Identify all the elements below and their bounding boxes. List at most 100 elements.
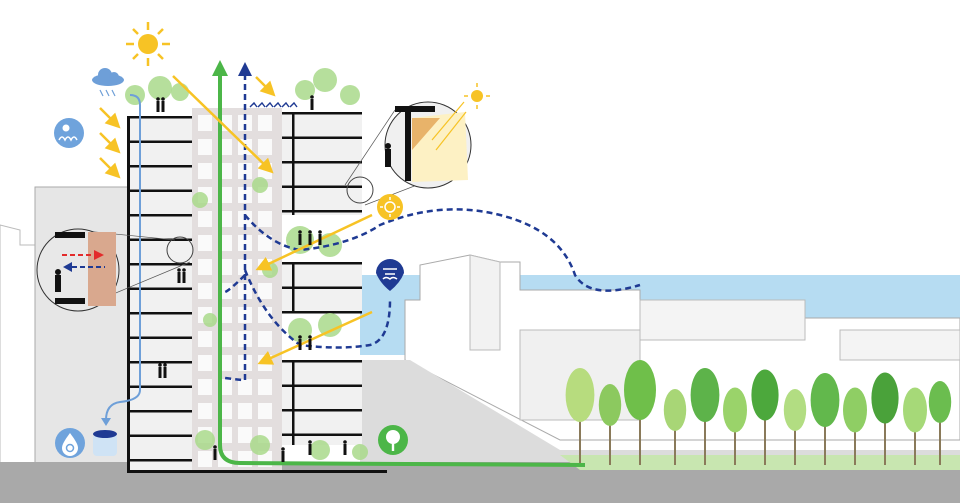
left-tower-wall (127, 116, 130, 472)
floor-slab (128, 263, 192, 266)
person-body (343, 444, 347, 455)
street-tree (751, 369, 779, 421)
foliage (250, 435, 270, 455)
person-head (308, 440, 312, 444)
person-head (163, 363, 167, 367)
person-head (158, 363, 162, 367)
street-tree (810, 373, 840, 427)
left-tower-body (128, 116, 192, 470)
person-body (161, 101, 165, 112)
floor-slab (282, 384, 362, 387)
people-silhouettes (156, 95, 347, 462)
person-body (156, 101, 160, 112)
core-window (198, 331, 212, 347)
floor-slab (282, 262, 362, 265)
floor-slab (282, 161, 362, 164)
tree-trunk (939, 412, 941, 465)
person-head (308, 335, 312, 339)
core-window (238, 427, 252, 443)
core-window (198, 451, 212, 467)
right-tower-column (292, 360, 295, 445)
core-window (258, 235, 272, 251)
person-head (182, 268, 186, 272)
left-tower-section (127, 116, 387, 473)
central-core (192, 108, 282, 470)
core-window (238, 283, 252, 299)
street-tree (624, 360, 656, 420)
core-window (238, 379, 252, 395)
person-body (308, 234, 312, 245)
core-window (258, 139, 272, 155)
core-window (258, 115, 272, 131)
person-body (308, 444, 312, 455)
foliage (171, 83, 189, 101)
foliage (252, 177, 268, 193)
solar-shading-sun-small (464, 83, 490, 109)
tree-trunk (579, 409, 581, 465)
street-tree (871, 372, 899, 424)
street-tree (783, 389, 807, 431)
core-window (198, 211, 212, 227)
street-tree (690, 368, 720, 422)
street-tree (663, 389, 687, 431)
person-body (310, 99, 314, 110)
core-window (198, 355, 212, 371)
core-window (258, 283, 272, 299)
rain-cloud-icon (92, 68, 124, 97)
floor-slab (282, 210, 362, 213)
core-window (198, 283, 212, 299)
person-head (161, 97, 165, 101)
core-window (258, 307, 272, 323)
floor-slab (128, 410, 192, 413)
water-recycle-icon (55, 428, 85, 458)
tree-trunk (704, 409, 706, 465)
person-head (318, 230, 322, 234)
foliage (318, 233, 342, 257)
person-body (158, 367, 162, 378)
core-window (198, 139, 212, 155)
sea-breeze-icon (376, 259, 404, 291)
water-tank-icon (93, 430, 117, 456)
foliage (318, 313, 342, 337)
tree-trunk (854, 421, 856, 465)
person-head (343, 440, 347, 444)
person-body (298, 339, 302, 350)
floor-slab (282, 286, 362, 289)
core-window (238, 403, 252, 419)
foliage (340, 85, 360, 105)
core-window (258, 331, 272, 347)
core-window (198, 115, 212, 131)
floor-slab (128, 189, 192, 192)
street-tree (723, 387, 747, 433)
sun-icon (126, 22, 170, 66)
green-arrowhead (212, 60, 228, 76)
green-corridor-arrow (218, 70, 586, 467)
floor-slab (128, 312, 192, 315)
right-tower-section (282, 112, 362, 445)
person-body (308, 339, 312, 350)
person-body (298, 234, 302, 245)
street-tree (928, 381, 952, 423)
sunlight-rays (99, 75, 373, 365)
person-body (318, 234, 322, 245)
street-tree (565, 368, 595, 422)
floor-slab (128, 385, 192, 388)
tree-trunk (764, 408, 766, 465)
floor-slab (128, 238, 192, 241)
person-head (156, 97, 160, 101)
core-window (198, 163, 212, 179)
airflow-arrowhead (238, 62, 252, 76)
floor-slab (282, 112, 362, 115)
foliage (295, 80, 315, 100)
floor-slab (282, 136, 362, 139)
tree-icon (378, 425, 408, 455)
wind-ripples (249, 101, 298, 108)
foliage (203, 313, 217, 327)
person-body (182, 272, 186, 283)
person-body (177, 272, 181, 283)
core-window (198, 403, 212, 419)
foliage (195, 430, 215, 450)
floor-slab (128, 140, 192, 143)
